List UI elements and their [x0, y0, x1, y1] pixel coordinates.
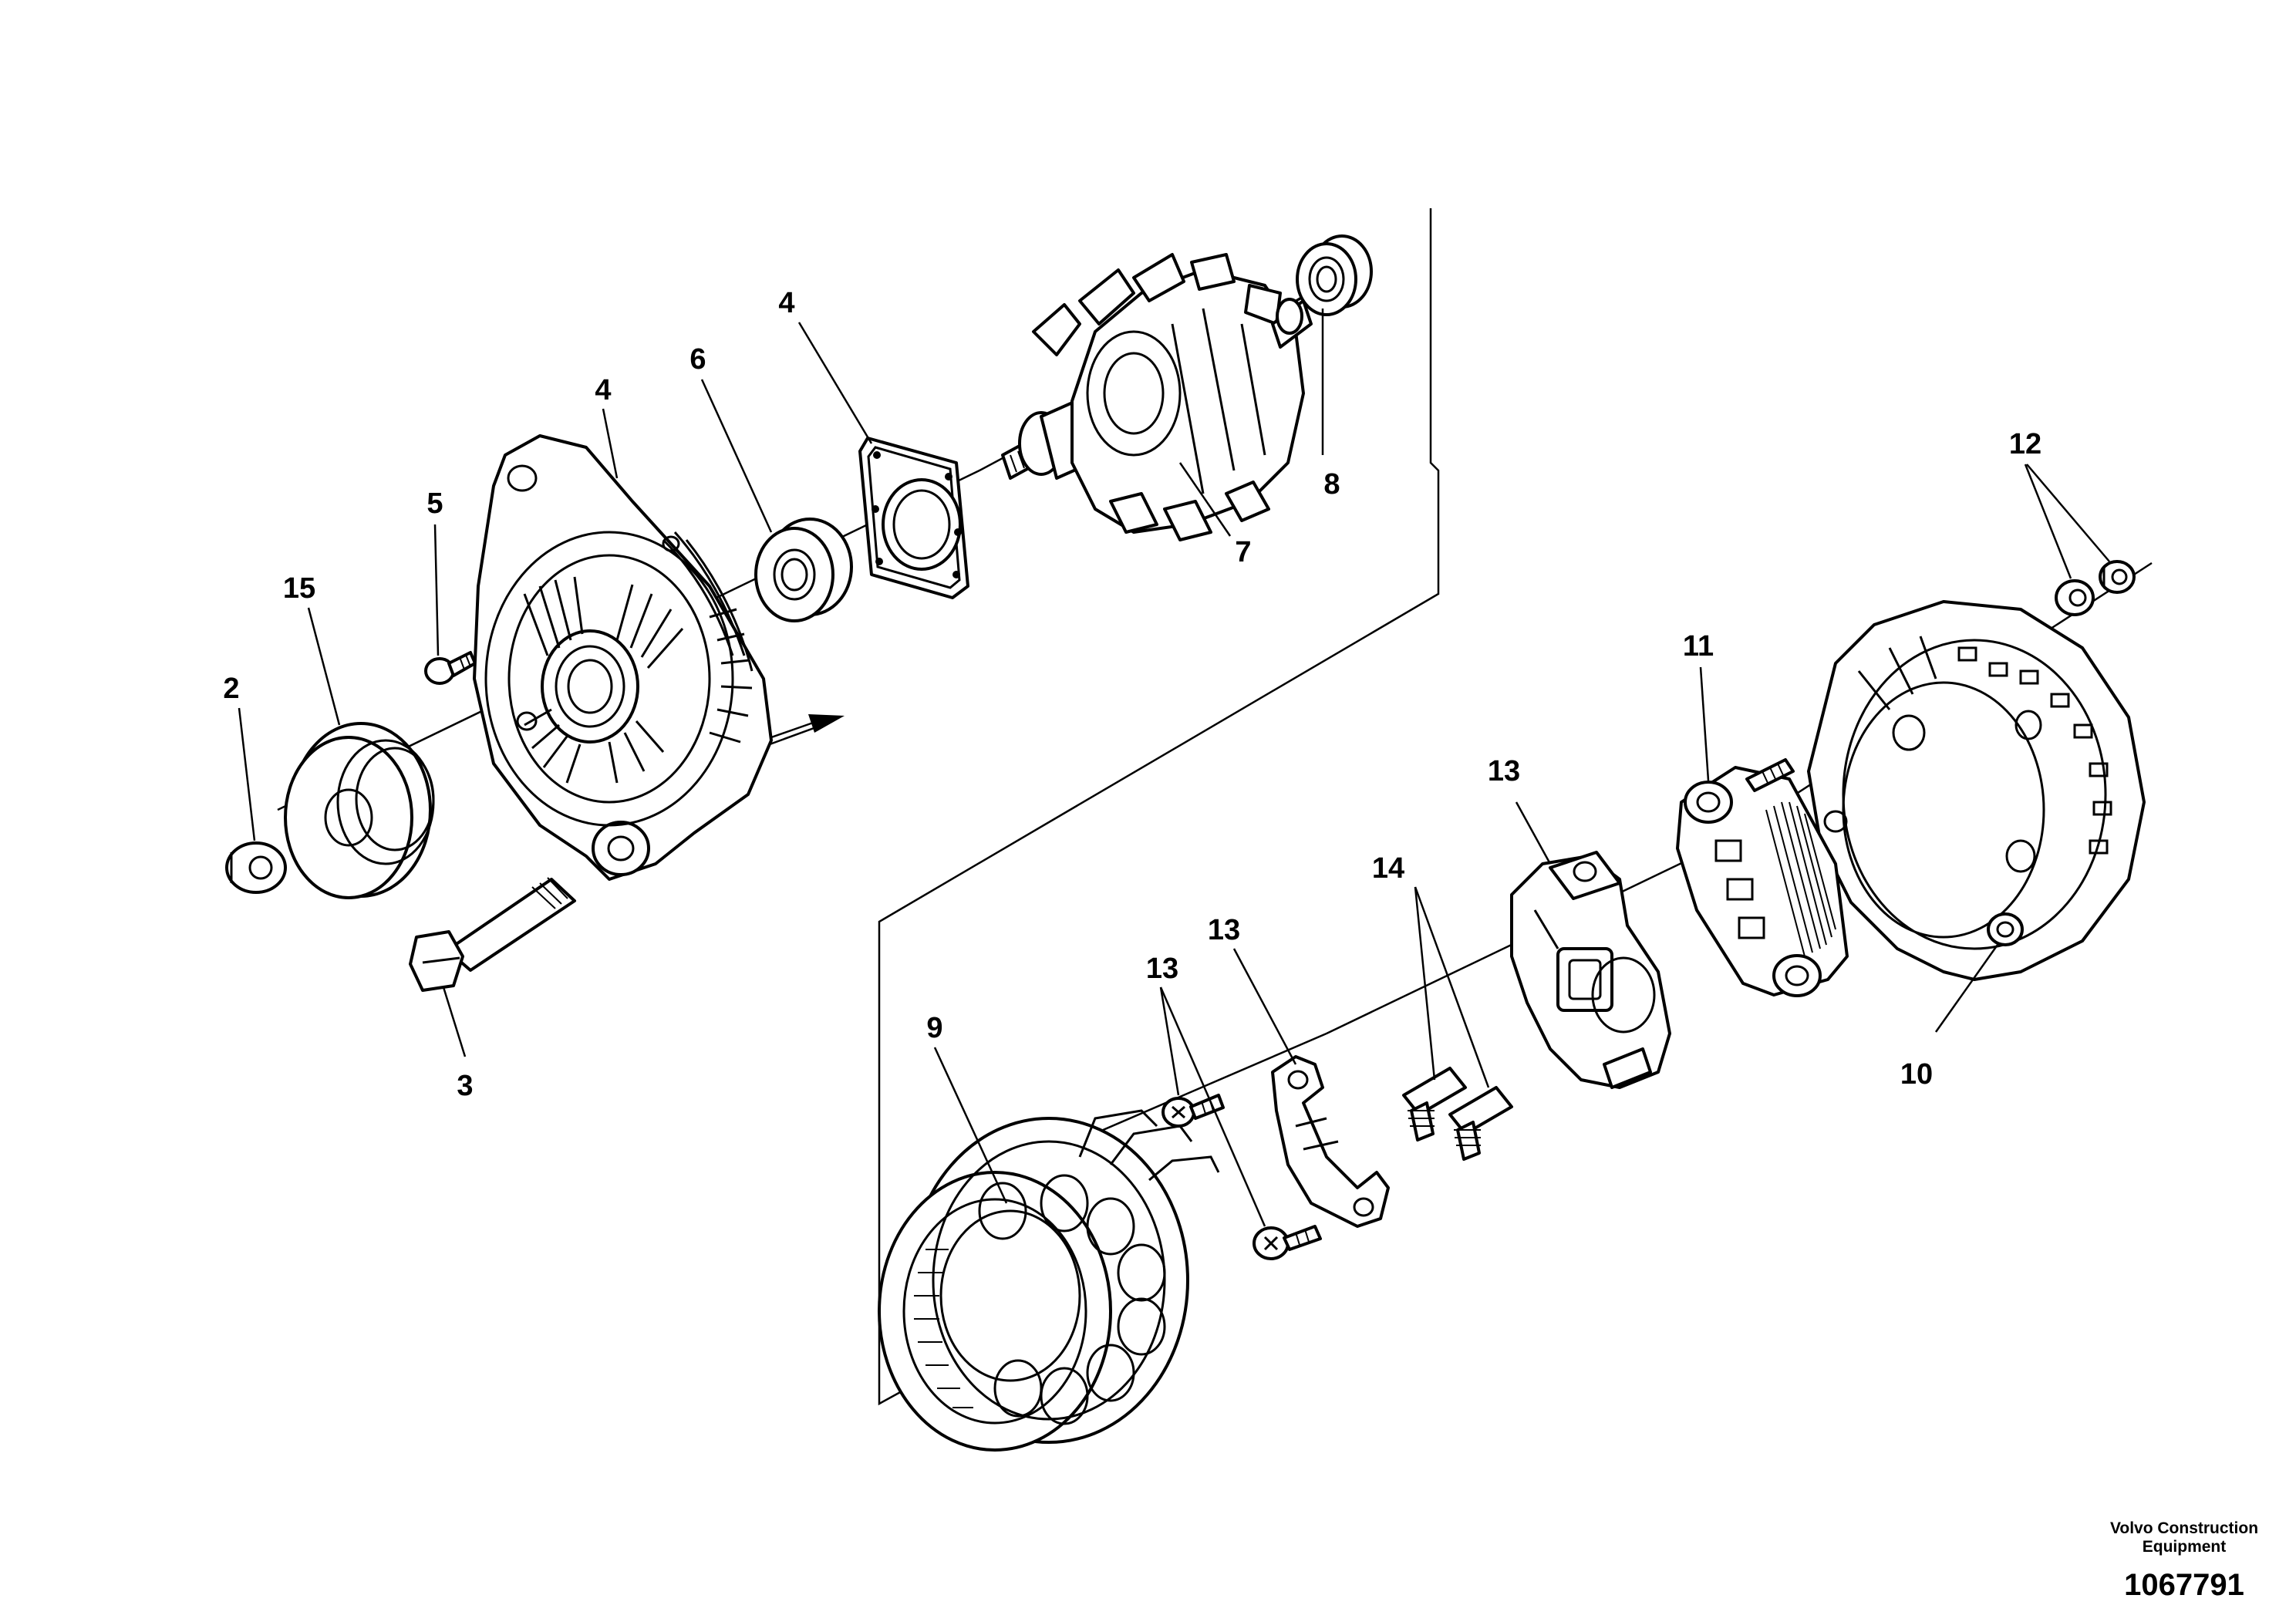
front-bearing: [754, 518, 853, 622]
leader-lines: [238, 309, 2110, 1227]
rectifier: [1676, 758, 1849, 997]
company-name-line2: Equipment: [2143, 1538, 2227, 1556]
brush-holder-regulator: [1510, 851, 1671, 1089]
bearing-retainer-plate: [858, 437, 969, 599]
subassembly-frame: [878, 208, 1440, 1406]
callout-13-screws: 13: [1146, 953, 1178, 985]
rear-end-frame: [1807, 600, 2146, 981]
callout-10: 10: [1900, 1058, 1933, 1091]
callout-5: 5: [426, 487, 443, 520]
callout-15: 15: [283, 572, 315, 605]
callouts: 2 15 5 4 6 4 7 8 3 12 11 13 10 14 13 13 …: [223, 287, 2041, 1102]
callout-6: 6: [689, 343, 706, 376]
drawing-number: 1067791: [2124, 1568, 2244, 1602]
through-bolt: [409, 877, 576, 992]
pulley-nut: [225, 841, 287, 894]
callout-3: 3: [457, 1070, 473, 1102]
callout-7: 7: [1235, 536, 1251, 568]
callout-14: 14: [1372, 852, 1404, 885]
drive-end-frame: [473, 434, 773, 881]
holder-bracket: [1271, 1055, 1390, 1228]
callout-13-bracket: 13: [1208, 914, 1240, 946]
footer: Volvo Construction Equipment 1067791: [2110, 1519, 2258, 1602]
rotor: [1001, 253, 1313, 541]
callout-9: 9: [926, 1012, 942, 1044]
small-screw: [424, 651, 477, 685]
company-name-line1: Volvo Construction: [2110, 1519, 2258, 1537]
callout-4-frame: 4: [595, 374, 611, 406]
callout-2: 2: [223, 673, 239, 705]
stator: [878, 1109, 1220, 1452]
callout-8: 8: [1323, 468, 1340, 501]
callout-12: 12: [2009, 428, 2041, 460]
callout-11: 11: [1683, 630, 1714, 663]
terminal-nuts: [2055, 560, 2136, 616]
holder-screws: [1161, 1094, 1322, 1260]
callout-4-plate: 4: [778, 287, 794, 319]
brushes: [1402, 1067, 1513, 1161]
callout-13-regulator: 13: [1488, 755, 1520, 787]
pulley: [284, 722, 435, 899]
rear-bearing: [1296, 234, 1373, 316]
